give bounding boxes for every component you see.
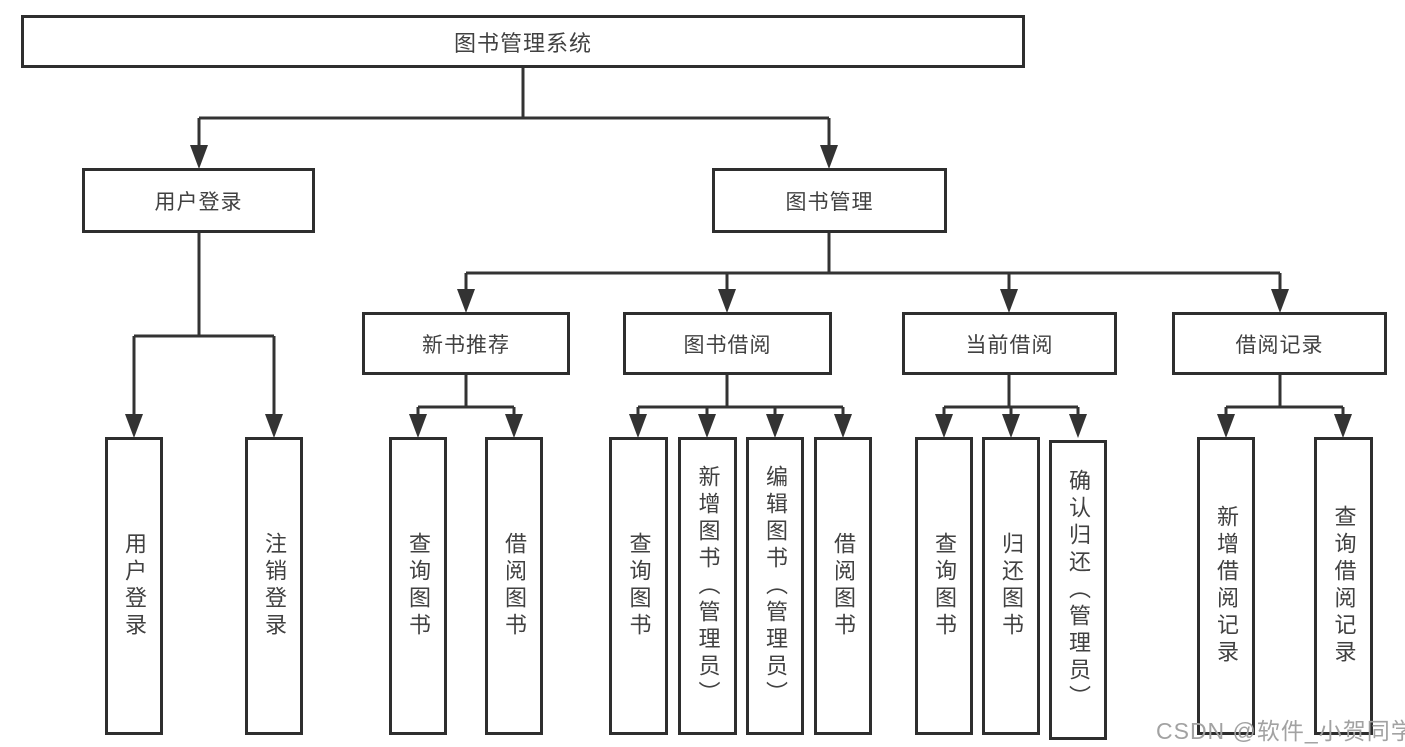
node-add-borrow-record: 新增借阅记录: [1197, 437, 1255, 735]
node-book-management-branch: 图书管理: [712, 168, 947, 233]
arrowheads: [125, 145, 1352, 438]
node-borrow-books-recommend: 借阅图书: [485, 437, 543, 735]
node-borrowing-records: 借阅记录: [1172, 312, 1387, 375]
node-add-book-admin: 新增图书（管理员）: [678, 437, 737, 735]
node-query-books-current: 查询图书: [915, 437, 973, 735]
node-confirm-return-admin: 确认归还（管理员）: [1049, 440, 1107, 740]
node-new-book-recommend: 新书推荐: [362, 312, 570, 375]
node-logout-login: 注销登录: [245, 437, 303, 735]
node-system-root: 图书管理系统: [21, 15, 1025, 68]
csdn-watermark: CSDN @软件_小贺同学: [1156, 718, 1405, 744]
node-borrow-books: 借阅图书: [814, 437, 872, 735]
node-user-login: 用户登录: [105, 437, 163, 735]
node-query-books-borrowing: 查询图书: [609, 437, 668, 735]
node-current-borrowing: 当前借阅: [902, 312, 1117, 375]
node-return-book: 归还图书: [982, 437, 1040, 735]
node-user-login-branch: 用户登录: [82, 168, 315, 233]
node-edit-book-admin: 编辑图书（管理员）: [746, 437, 804, 735]
node-query-borrow-record: 查询借阅记录: [1314, 437, 1373, 735]
node-book-borrowing: 图书借阅: [623, 312, 832, 375]
node-query-books-recommend: 查询图书: [389, 437, 447, 735]
